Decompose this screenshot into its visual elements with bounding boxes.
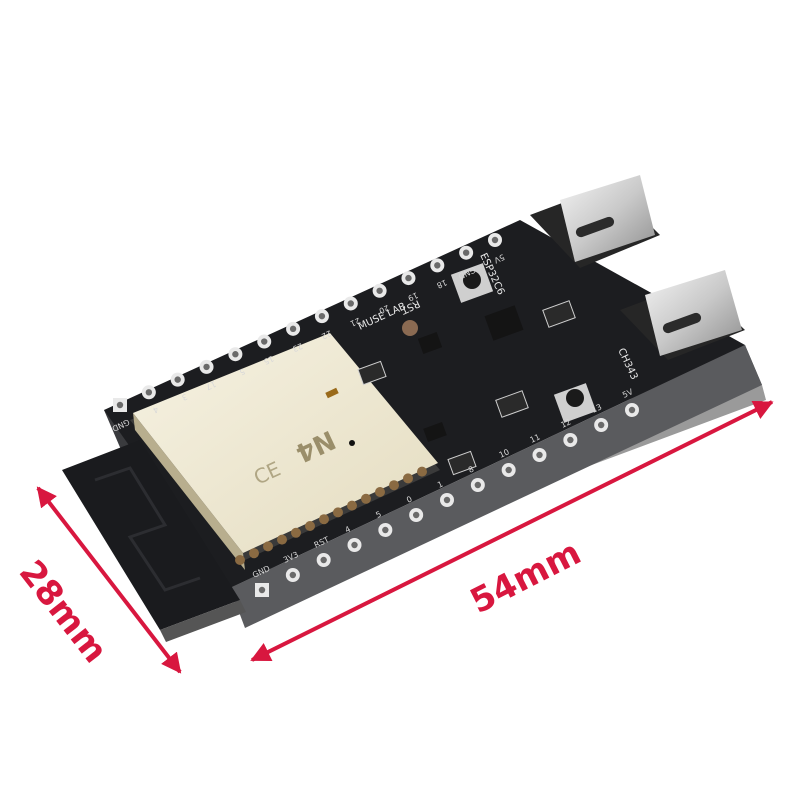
header-pin-hole — [443, 496, 451, 504]
module-pin — [347, 500, 357, 511]
header-pin-hole — [289, 571, 297, 579]
header-pin-hole — [320, 556, 327, 564]
module-pin — [235, 555, 245, 565]
pin-label: 23 — [291, 341, 304, 353]
module-pin — [277, 534, 287, 545]
pin-label: 15 — [262, 354, 275, 366]
header-pin-hole — [376, 287, 383, 294]
pin-label: 18 — [435, 278, 448, 290]
pin-label: 4 — [151, 404, 159, 414]
module-pin — [305, 521, 315, 531]
header-pin-hole — [491, 236, 499, 244]
header-pin-hole — [567, 436, 574, 444]
antenna-edge — [160, 600, 246, 642]
pin-label: 3 — [180, 392, 188, 402]
header-pin-hole — [116, 401, 124, 409]
header-pin-hole — [203, 363, 210, 371]
header-pin-hole — [318, 312, 326, 320]
header-pin-hole — [382, 526, 389, 534]
pin-label: 22 — [320, 328, 333, 340]
pin-label: 5V — [492, 252, 506, 265]
header-pin-hole — [351, 541, 358, 549]
module-pin — [361, 493, 371, 504]
header-pin-hole — [289, 325, 297, 333]
header-pin-hole — [258, 586, 266, 594]
header-pin-hole — [412, 511, 420, 519]
voltage-regulator-ic — [484, 305, 524, 341]
header-pin-hole — [261, 338, 268, 345]
header-pin-hole — [462, 249, 470, 256]
header-pin-hole — [347, 300, 354, 307]
pin-label: 21 — [349, 316, 362, 328]
boot-button[interactable] — [450, 263, 494, 303]
header-pin-hole — [628, 406, 636, 414]
module-pin — [263, 541, 273, 552]
length-dimension-arrow — [250, 400, 774, 662]
top-header-row — [113, 233, 502, 412]
header-pin-hole — [597, 421, 605, 429]
pin-label: 5 — [238, 366, 246, 376]
pin-label: 17 — [204, 379, 217, 391]
header-pin-hole — [405, 274, 412, 282]
width-dimension-arrow — [36, 486, 182, 674]
usb-serial-ic — [417, 332, 443, 354]
header-pin-hole — [474, 481, 482, 489]
usb-c-port-1[interactable] — [530, 175, 660, 268]
pin-label: 20 — [378, 303, 391, 315]
header-pin-hole — [232, 351, 239, 358]
module-pin — [333, 507, 343, 518]
header-pin-hole — [145, 389, 153, 396]
module-pin — [375, 487, 385, 497]
pin-label: 5V — [621, 387, 635, 400]
header-pin-hole — [434, 262, 441, 269]
module-pin — [249, 548, 259, 559]
usb-c-port-2[interactable] — [620, 270, 745, 360]
module-pin — [403, 473, 413, 484]
module-pin — [417, 466, 427, 477]
header-pin-hole — [536, 451, 543, 459]
header-pin-hole — [505, 466, 512, 474]
pin-label: 19 — [406, 290, 419, 302]
module-pin — [291, 527, 301, 538]
module-pin — [389, 480, 399, 491]
capacitor — [402, 320, 418, 336]
module-pin — [319, 514, 329, 525]
header-pin-hole — [174, 376, 181, 383]
